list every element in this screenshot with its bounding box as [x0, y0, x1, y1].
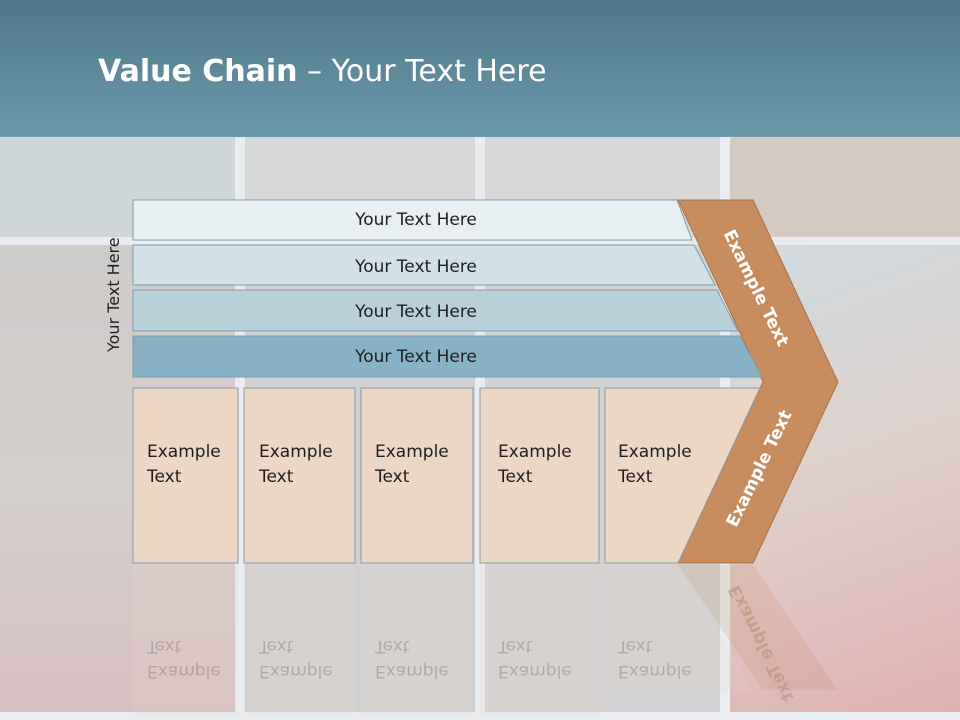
activity-1-line2: Text — [147, 467, 182, 487]
activity-4-line2: Text — [498, 467, 533, 487]
activity-box-2 — [243, 387, 356, 564]
activity-box-3 — [360, 387, 474, 564]
activity-4-reflection-line2: Text — [498, 636, 533, 656]
activity-4-reflection: Example Text — [498, 633, 572, 683]
activity-5-reflection-line1: Example — [618, 661, 692, 681]
activity-2-reflection: Example Text — [259, 633, 333, 683]
activity-3-line1: Example — [375, 442, 449, 462]
activity-1-line1: Example — [147, 442, 221, 462]
activity-box-4 — [479, 387, 600, 564]
activity-2-line1: Example — [259, 442, 333, 462]
activity-3-reflection-line2: Text — [375, 636, 410, 656]
activity-5-line1: Example — [618, 442, 692, 462]
activity-2-reflection-line1: Example — [259, 661, 333, 681]
support-band-2-label: Your Text Here — [354, 257, 477, 277]
activity-3-line2: Text — [375, 467, 410, 487]
support-band-3-label: Your Text Here — [354, 302, 477, 322]
activity-4-reflection-line1: Example — [498, 661, 572, 681]
slide-title-rest: – Your Text Here — [297, 54, 547, 89]
margin-chevron — [677, 199, 839, 564]
activity-5-reflection: Example Text — [618, 633, 692, 683]
support-band-1-label: Your Text Here — [354, 210, 477, 230]
activity-1-reflection-line1: Example — [147, 661, 221, 681]
support-band-4-label: Your Text Here — [354, 347, 477, 367]
activity-2-reflection-line2: Text — [259, 636, 294, 656]
slide-title: Value Chain – Your Text Here — [98, 54, 547, 89]
activity-2-line2: Text — [259, 467, 294, 487]
activity-3-reflection-line1: Example — [375, 661, 449, 681]
activity-5-line2: Text — [618, 467, 653, 487]
support-band-4 — [132, 335, 763, 378]
activity-1-reflection-line2: Text — [147, 636, 182, 656]
activity-box-1 — [132, 387, 239, 564]
support-band-1 — [132, 199, 693, 241]
slide-title-bold: Value Chain — [98, 54, 298, 89]
activity-5-reflection-line2: Text — [618, 636, 653, 656]
support-band-2 — [132, 244, 716, 286]
title-banner: Value Chain – Your Text Here — [0, 0, 960, 137]
activity-box-5 — [604, 387, 761, 564]
activity-reflection — [133, 565, 838, 715]
activity-3-reflection: Example Text — [375, 633, 449, 683]
support-band-3 — [132, 289, 739, 332]
activity-4-line1: Example — [498, 442, 572, 462]
activity-1-reflection: Example Text — [147, 633, 221, 683]
side-label: Your Text Here — [104, 237, 123, 352]
